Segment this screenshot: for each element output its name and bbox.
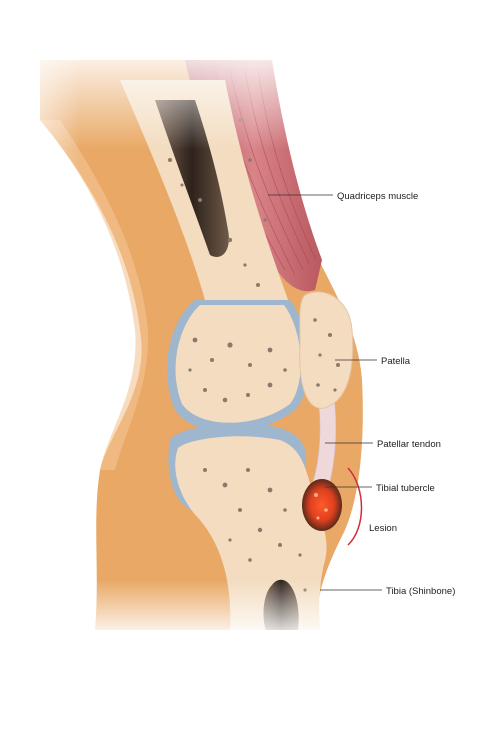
label-patella: Patella (381, 356, 411, 367)
label-lesion: Lesion (369, 523, 397, 534)
label-tibia: Tibia (Shinbone) (386, 586, 455, 597)
femur-condyle (175, 305, 301, 423)
fade-top (0, 40, 483, 150)
patella (299, 291, 354, 409)
label-quadriceps-muscle: Quadriceps muscle (337, 191, 418, 202)
lesion-area (302, 479, 342, 531)
leader-lines (268, 194, 382, 591)
bone-pores (168, 118, 340, 592)
label-patellar-tendon: Patellar tendon (377, 439, 441, 450)
lesion-fragments (314, 493, 328, 520)
fade-bottom (0, 580, 483, 640)
lesion-bracket (347, 467, 363, 546)
leg-skin-highlight (40, 120, 149, 470)
fade-left (0, 60, 80, 360)
label-tibial-tubercle: Tibial tubercle (376, 483, 435, 494)
